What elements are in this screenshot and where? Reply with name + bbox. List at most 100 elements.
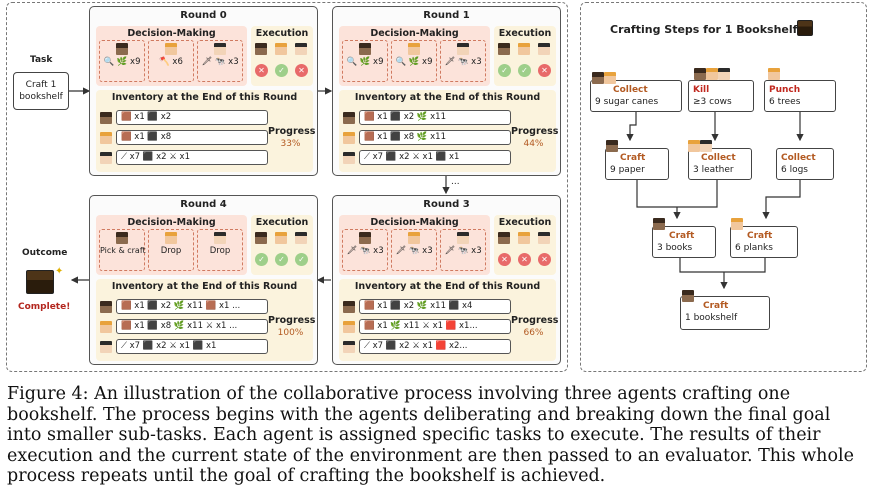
execution-box: Execution ✕ ✕ ✕	[494, 215, 556, 275]
agent-1-avatar	[694, 68, 706, 80]
agent-1-avatar	[343, 301, 355, 313]
agent-2-avatar	[343, 321, 355, 333]
inventory-row: 🟫 x1 ⬛ x2	[116, 110, 268, 125]
agent-2-plan: Drop	[148, 229, 194, 271]
agent-1-plan-text: Pick & craft	[100, 246, 146, 255]
step-detail: 6 planks	[735, 243, 773, 253]
step-verb: Punch	[769, 85, 801, 95]
agent-2-avatar	[275, 43, 287, 55]
task-box: Craft 1 bookshelf	[13, 72, 69, 110]
inventory-row: 🟫 x1 ⬛ x2 🌿 x11 ⬛ x4	[359, 299, 511, 314]
execution-title: Execution	[255, 217, 309, 228]
decision-making-title: Decision-Making	[370, 28, 459, 39]
figure-caption: Figure 4: An illustration of the collabo…	[7, 384, 854, 486]
step-craft-planks: Craft 6 planks	[730, 226, 798, 258]
agent-1-plan-text: 🔍 🌿 x9	[103, 57, 141, 67]
step-collect-logs: Collect 6 logs	[776, 148, 834, 180]
inventory-box: Inventory at the End of this Round 🟫 x1 …	[339, 90, 558, 172]
progress-label: Progress	[511, 315, 559, 326]
bookshelf-icon	[797, 20, 813, 36]
execution-fail-icon: ✕	[295, 64, 308, 77]
agent-3-avatar	[718, 68, 730, 80]
round-4: Round 4 Decision-Making Pick & craft Dro…	[89, 195, 318, 365]
agent-3-plan-text: 🗡 🐄 x3	[444, 246, 482, 256]
inventory-box: Inventory at the End of this Round 🟫 x1 …	[339, 279, 559, 361]
execution-success-icon: ✓	[295, 253, 308, 266]
agent-3-avatar	[538, 232, 550, 244]
execution-box: Execution ✓ ✓ ✓	[251, 215, 313, 275]
agent-1-plan-text: 🔍 🌿 x9	[346, 57, 384, 67]
decision-making-box: Decision-Making 🔍 🌿 x9 🔍 🌿 x9 🗡 🐄 x3	[339, 26, 490, 86]
agent-2-avatar	[408, 43, 420, 55]
agent-3-avatar	[295, 232, 307, 244]
flow-arrows	[69, 87, 450, 284]
step-craft-books: Craft 3 books	[652, 226, 716, 258]
step-verb: Kill	[693, 85, 710, 95]
rounds-panel	[6, 2, 568, 372]
step-detail: ≥3 cows	[693, 97, 732, 107]
agent-2-plan-text: 🪓 x6	[159, 57, 183, 67]
inventory-title: Inventory at the End of this Round	[354, 92, 541, 103]
sparkle-icon: ✦	[55, 266, 64, 277]
round-title: Round 1	[423, 10, 470, 21]
inventory-row: ⟋ x7 ⬛ x2 ⚔ x1 🟥 x2...	[359, 339, 511, 354]
step-detail: 9 sugar canes	[595, 97, 659, 107]
inventory-title: Inventory at the End of this Round	[111, 92, 298, 103]
decision-making-title: Decision-Making	[127, 217, 216, 228]
agent-2-avatar	[100, 132, 112, 144]
agent-1-avatar	[606, 140, 618, 152]
round-1: Round 1 Decision-Making 🔍 🌿 x9 🔍 🌿 x9 🗡 …	[332, 6, 561, 176]
execution-fail-icon: ✕	[255, 64, 268, 77]
agent-3-avatar	[700, 140, 712, 152]
agent-1-avatar	[100, 301, 112, 313]
step-collect-sugar-canes: Collect 9 sugar canes	[590, 80, 682, 112]
step-verb: Craft	[703, 301, 729, 311]
step-detail: 1 bookshelf	[685, 313, 738, 323]
agent-3-avatar	[343, 152, 355, 164]
agent-1-avatar	[255, 43, 267, 55]
round-title: Round 4	[180, 199, 227, 210]
agent-2-plan: 🗡 🐄 x3	[391, 229, 437, 271]
agent-3-avatar	[214, 43, 226, 55]
inventory-row: ⟋ x7 ⬛ x2 ⚔ x1	[116, 150, 268, 165]
task-line2: bookshelf	[19, 92, 63, 102]
execution-fail-icon: ✕	[498, 253, 511, 266]
inventory-row: 🟫 x1 ⬛ x8 🌿 x11	[359, 130, 511, 145]
step-collect-leather: Collect 3 leather	[688, 148, 752, 180]
execution-box: Execution ✓ ✓ ✕	[494, 26, 556, 86]
agent-1-avatar	[359, 43, 371, 55]
step-verb: Collect	[701, 153, 736, 163]
crafting-arrows	[626, 112, 804, 290]
inventory-box: Inventory at the End of this Round 🟫 x1 …	[96, 279, 316, 361]
task-line1: Craft 1	[25, 80, 57, 90]
inventory-title: Inventory at the End of this Round	[354, 281, 541, 292]
agent-3-avatar	[100, 341, 112, 353]
agent-2-avatar	[408, 232, 420, 244]
execution-success-icon: ✓	[255, 253, 268, 266]
inventory-box: Inventory at the End of this Round 🟫 x1 …	[96, 90, 315, 172]
execution-success-icon: ✓	[498, 64, 511, 77]
round-3: Round 3 Decision-Making 🗡 🐄 x3 🗡 🐄 x3 🗡 …	[332, 195, 561, 365]
round-0: Round 0 Decision-Making 🔍 🌿 x9 🪓 x6 🗡 🐄 …	[89, 6, 318, 176]
execution-success-icon: ✓	[275, 253, 288, 266]
agent-1-avatar	[100, 112, 112, 124]
decision-making-box: Decision-Making 🔍 🌿 x9 🪓 x6 🗡 🐄 x3	[96, 26, 247, 86]
execution-title: Execution	[498, 217, 552, 228]
step-detail: 9 paper	[610, 165, 645, 175]
agent-1-plan: Pick & craft	[99, 229, 146, 271]
inventory-title: Inventory at the End of this Round	[111, 281, 298, 292]
ellipsis: ...	[451, 177, 460, 187]
agent-1-avatar	[359, 232, 371, 244]
decision-making-box: Decision-Making Pick & craft Drop Drop	[96, 215, 247, 275]
agent-3-plan: 🗡 🐄 x3	[440, 229, 486, 271]
round-title: Round 0	[180, 10, 227, 21]
step-verb: Collect	[613, 85, 648, 95]
progress-label: Progress	[268, 315, 316, 326]
agent-3-plan: Drop	[197, 229, 243, 271]
execution-fail-icon: ✕	[518, 253, 531, 266]
agent-3-plan-text: 🗡 🐄 x3	[444, 57, 482, 67]
agent-3-plan-text: 🗡 🐄 x3	[201, 57, 239, 67]
decision-making-title: Decision-Making	[127, 28, 216, 39]
progress-value: 33%	[280, 139, 301, 149]
agent-2-plan-text: 🗡 🐄 x3	[395, 246, 433, 256]
